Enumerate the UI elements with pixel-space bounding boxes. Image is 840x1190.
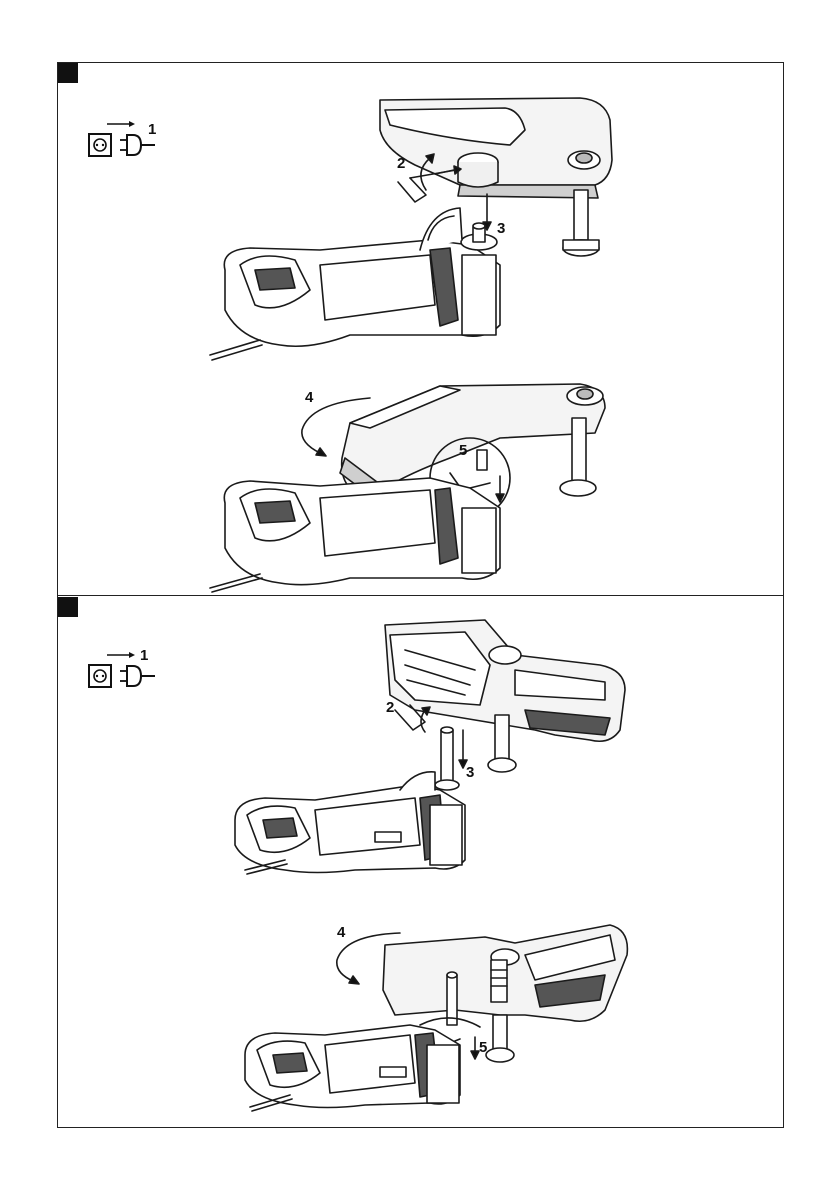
step-4-label: 4 <box>305 390 313 405</box>
unplug-icon <box>85 647 163 689</box>
guard-cover <box>342 384 605 488</box>
fig1-guard-mounting-illustration <box>200 378 630 593</box>
step-5-label: 5 <box>459 443 467 458</box>
fig2-guard-removal-illustration <box>225 610 635 885</box>
step-1-label: 1 <box>140 648 148 663</box>
step-4-label: 4 <box>337 925 345 940</box>
step-2-label: 2 <box>386 700 394 715</box>
figure-divider <box>57 595 784 596</box>
fig1-guard-removal-illustration <box>200 90 630 360</box>
step-3-label: 3 <box>466 765 474 780</box>
figure-1-marker <box>58 63 78 83</box>
fig2-guard-mounting-illustration <box>235 915 635 1120</box>
step-5-label: 5 <box>479 1040 487 1055</box>
step-3-label: 3 <box>497 221 505 236</box>
figure-2-marker <box>58 597 78 617</box>
step-1-label: 1 <box>148 122 156 137</box>
step-2-label: 2 <box>397 156 405 171</box>
